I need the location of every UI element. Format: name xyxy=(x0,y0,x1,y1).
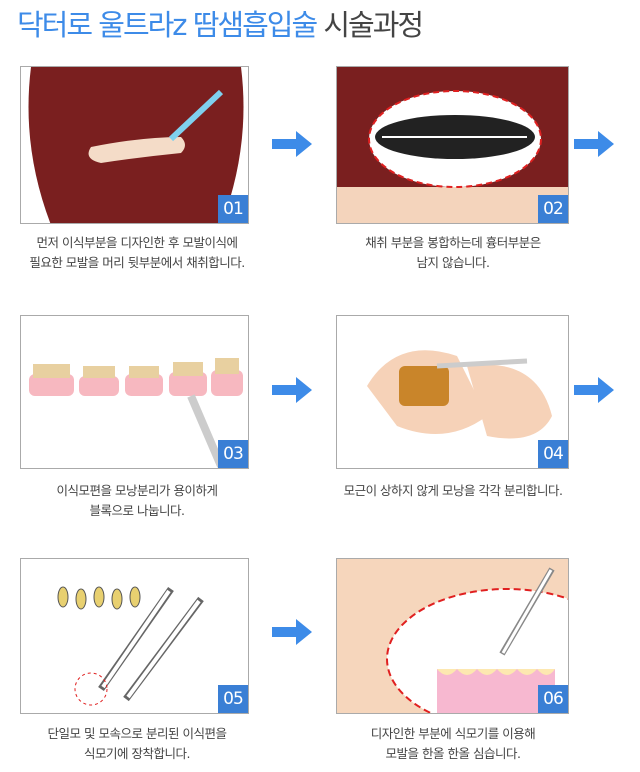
arrow-right-icon xyxy=(574,377,614,403)
step-5-image: 05 xyxy=(20,558,249,714)
step-6-image: 06 xyxy=(336,558,569,714)
page-title: 닥터로 울트라z 땀샘흡입술 시술과정 xyxy=(17,8,424,42)
arrow-right-icon xyxy=(574,131,614,157)
step-number-badge: 03 xyxy=(218,440,248,468)
arrow-right-icon xyxy=(272,377,312,403)
step-number-badge: 05 xyxy=(218,685,248,713)
step-4-caption: 모근이 상하지 않게 모낭을 각각 분리합니다. xyxy=(343,483,563,498)
step-number-badge: 01 xyxy=(218,195,248,223)
step-4-image: 04 xyxy=(336,315,569,469)
arrow-right-icon xyxy=(272,619,312,645)
step-number-badge: 04 xyxy=(538,440,568,468)
step-number-badge: 06 xyxy=(538,685,568,713)
step-number-badge: 02 xyxy=(538,195,568,223)
arrow-right-icon xyxy=(272,131,312,157)
step-1-image: 01 xyxy=(20,66,249,224)
step-3-image: 03 xyxy=(20,315,249,469)
step-2-image: 02 xyxy=(336,66,569,224)
